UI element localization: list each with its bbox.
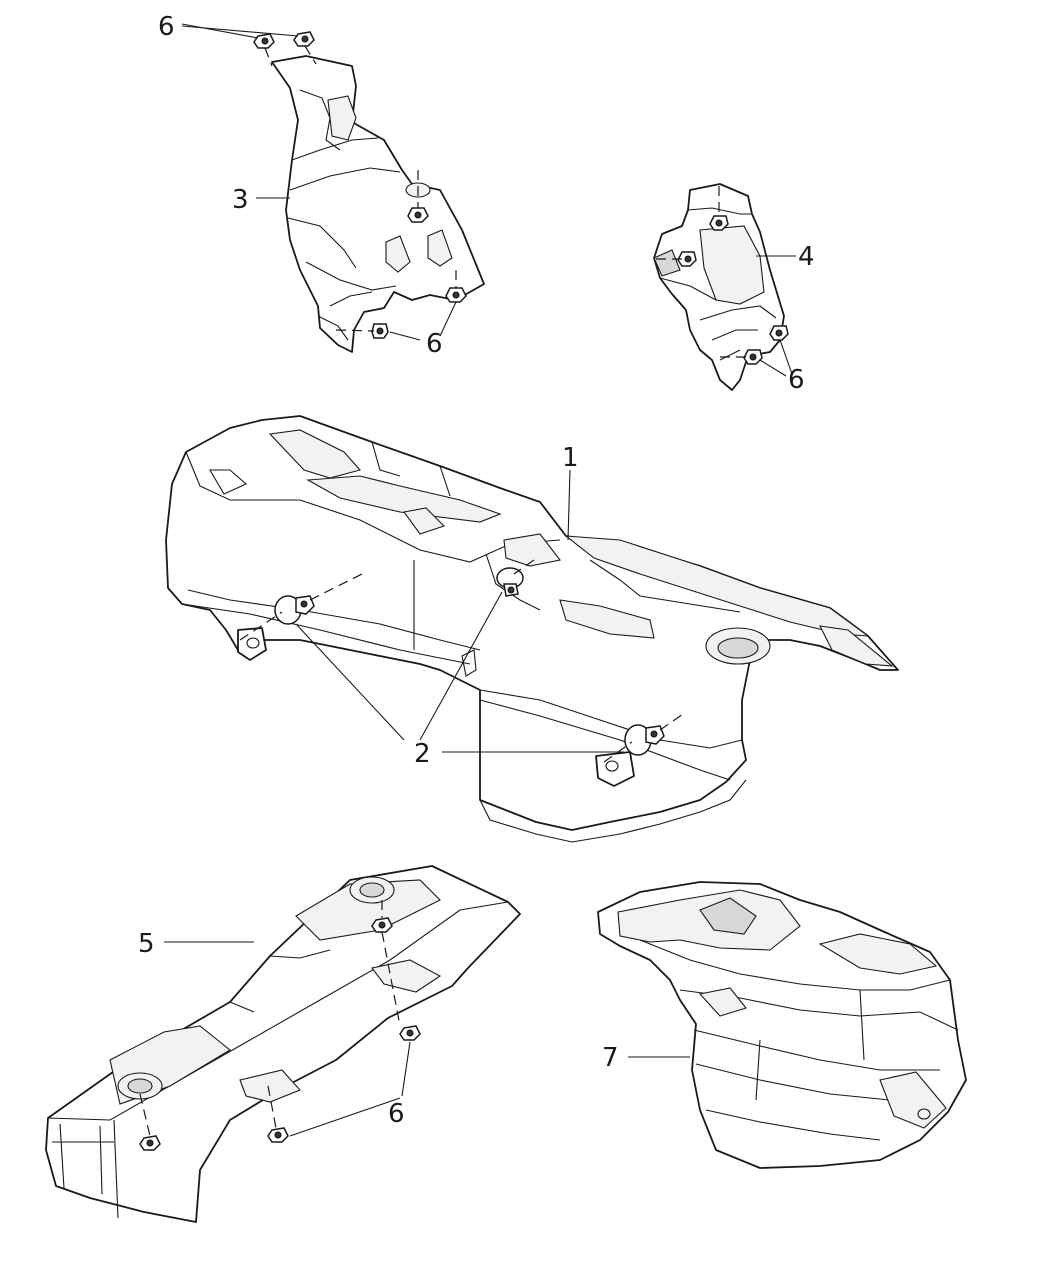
callout-labels: 6 3 6 4 6 1 2 5 6 7 xyxy=(138,12,815,1129)
bolt-icon xyxy=(624,724,665,756)
nut-icon xyxy=(445,287,467,303)
nut-icon xyxy=(293,31,315,47)
leader-lines xyxy=(164,23,796,1137)
callout-2: 2 xyxy=(414,739,431,769)
nut-icon xyxy=(709,215,729,231)
callout-6-top: 6 xyxy=(158,12,175,42)
part-4-heat-shield xyxy=(653,183,785,391)
part-3-heat-shield xyxy=(271,55,485,353)
part-7-heat-shield xyxy=(597,881,967,1169)
nut-icon xyxy=(267,1127,289,1143)
bolt-icon xyxy=(496,567,524,597)
callout-6-part3: 6 xyxy=(426,329,443,359)
callout-5: 5 xyxy=(138,929,155,959)
nut-icon xyxy=(371,323,389,339)
nut-icon xyxy=(399,1025,421,1041)
nut-icon xyxy=(253,33,275,49)
nut-icon xyxy=(769,325,789,341)
callout-1: 1 xyxy=(562,443,579,473)
part-4-fasteners xyxy=(656,186,789,365)
nut-icon xyxy=(139,1135,161,1151)
callout-6-part4: 6 xyxy=(788,365,805,395)
part-3-fasteners xyxy=(253,31,467,339)
nut-icon xyxy=(677,251,697,267)
nut-icon xyxy=(743,349,763,365)
part-1-main-heat-shield xyxy=(165,415,899,843)
callout-6-part5: 6 xyxy=(388,1099,405,1129)
nut-icon xyxy=(371,917,393,933)
callout-3: 3 xyxy=(232,185,249,215)
part-1-fasteners xyxy=(239,559,687,763)
bolt-icon xyxy=(274,595,315,625)
part-5-fasteners xyxy=(139,900,421,1151)
callout-7: 7 xyxy=(602,1043,619,1073)
part-5-heat-shield xyxy=(45,865,521,1223)
callout-4: 4 xyxy=(798,242,815,272)
nut-icon xyxy=(407,207,429,223)
